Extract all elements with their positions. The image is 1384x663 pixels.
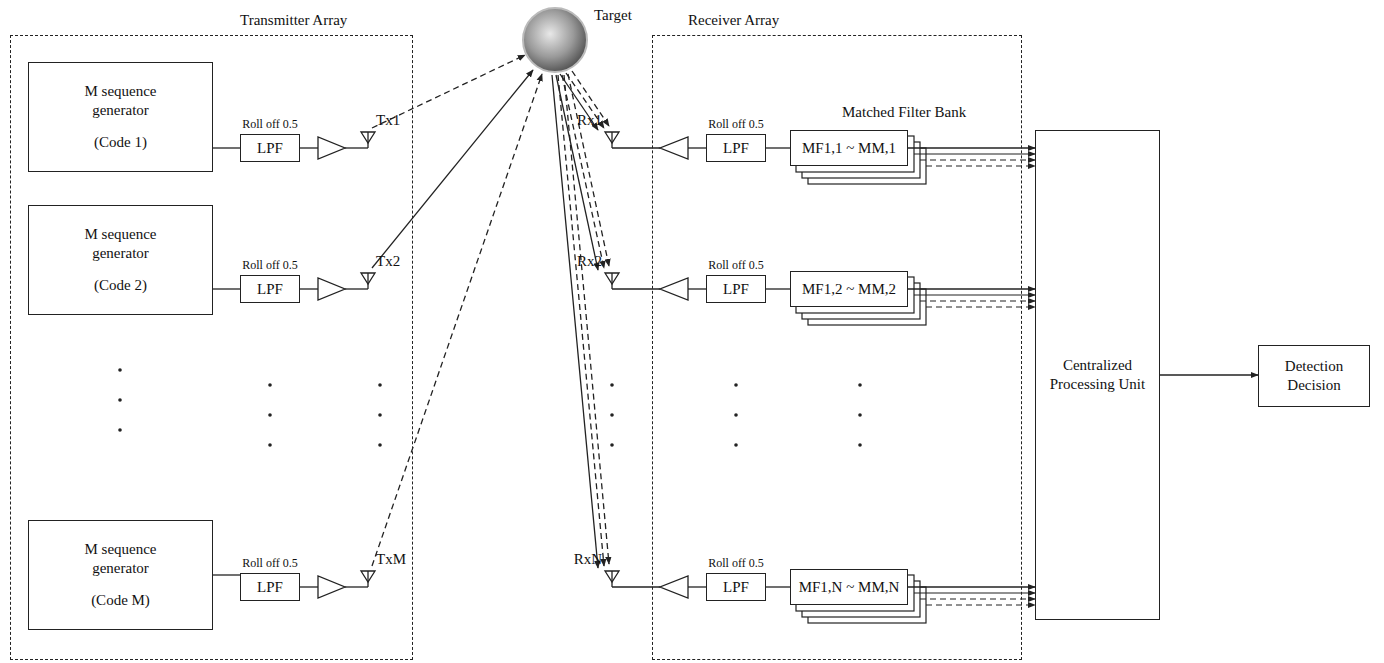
code-label: (Code M) (91, 591, 150, 610)
sequence-generator-box: M sequence generator (Code 2) (28, 205, 213, 315)
process-box: Detection Decision (1258, 345, 1370, 407)
connector (766, 147, 790, 148)
lowpass-filter-box: Roll off 0.5LPF (706, 275, 766, 303)
generator-name: M sequence generator (65, 225, 177, 263)
port-label: Rx2 (577, 253, 602, 270)
filter-bank-label: MF1,2 ~ MM,2 (802, 280, 896, 299)
filter-rolloff: Roll off 0.5 (242, 556, 297, 571)
target-label: Target (594, 6, 632, 25)
connector (766, 288, 790, 289)
generator-name: M sequence generator (65, 540, 177, 578)
lowpass-filter-box: Roll off 0.5LPF (240, 573, 300, 601)
group-heading: Receiver Array (688, 11, 779, 30)
process-text: Detection Decision (1265, 357, 1363, 395)
process-box: Centralized Processing Unit (1035, 130, 1160, 620)
connector (908, 288, 1035, 289)
filter-rolloff: Roll off 0.5 (708, 258, 763, 273)
bank-heading: Matched Filter Bank (842, 104, 966, 121)
matched-filter-box: MF1,1 ~ MM,1 (790, 130, 908, 166)
filter-bank-label: MF1,1 ~ MM,1 (802, 139, 896, 158)
filter-rolloff: Roll off 0.5 (708, 556, 763, 571)
filter-name: LPF (723, 280, 749, 299)
connector (213, 288, 240, 289)
process-text: Centralized Processing Unit (1042, 356, 1153, 394)
code-label: (Code 1) (94, 133, 147, 152)
filter-name: LPF (257, 578, 283, 597)
lowpass-filter-box: Roll off 0.5LPF (240, 275, 300, 303)
rx-chain (605, 132, 706, 598)
filter-name: LPF (257, 139, 283, 158)
bank-outputs (914, 154, 1035, 605)
filter-name: LPF (257, 280, 283, 299)
lowpass-filter-box: Roll off 0.5LPF (240, 134, 300, 162)
port-label: Tx2 (376, 253, 400, 270)
connector (213, 147, 240, 148)
tx-chain (300, 132, 375, 598)
filter-name: LPF (723, 139, 749, 158)
connector (1160, 374, 1258, 375)
dashed-border (652, 35, 1022, 660)
matched-filter-box: MF1,N ~ MM,N (790, 569, 908, 605)
ellipsis-dots (118, 368, 862, 447)
port-label: Tx1 (376, 112, 400, 129)
connector (213, 574, 240, 575)
target-sphere: Target (522, 7, 588, 73)
filter-rolloff: Roll off 0.5 (242, 117, 297, 132)
code-label: (Code 2) (94, 276, 147, 295)
port-label: RxN (574, 551, 602, 568)
sequence-generator-box: M sequence generator (Code 1) (28, 62, 213, 172)
generator-name: M sequence generator (65, 82, 177, 120)
filter-bank-stack (796, 136, 926, 623)
filter-rolloff: Roll off 0.5 (242, 258, 297, 273)
sequence-generator-box: M sequence generator (Code M) (28, 520, 213, 630)
filter-name: LPF (723, 578, 749, 597)
connector (908, 586, 1035, 587)
array-group: Receiver ArrayRoll off 0.5LPFMF1,1 ~ MM,… (652, 8, 1022, 660)
port-label: TxM (376, 551, 406, 568)
tx-rays (372, 55, 542, 566)
lowpass-filter-box: Roll off 0.5LPF (706, 134, 766, 162)
matched-filter-box: MF1,2 ~ MM,2 (790, 271, 908, 307)
rx-rays (552, 71, 609, 568)
connector (766, 586, 790, 587)
array-group: Transmitter Array M sequence generator (Co… (10, 8, 413, 660)
connector (908, 147, 1035, 148)
port-label: Rx1 (577, 112, 602, 129)
group-heading: Transmitter Array (240, 11, 347, 30)
filter-bank-label: MF1,N ~ MM,N (799, 578, 900, 597)
lowpass-filter-box: Roll off 0.5LPF (706, 573, 766, 601)
filter-rolloff: Roll off 0.5 (708, 117, 763, 132)
